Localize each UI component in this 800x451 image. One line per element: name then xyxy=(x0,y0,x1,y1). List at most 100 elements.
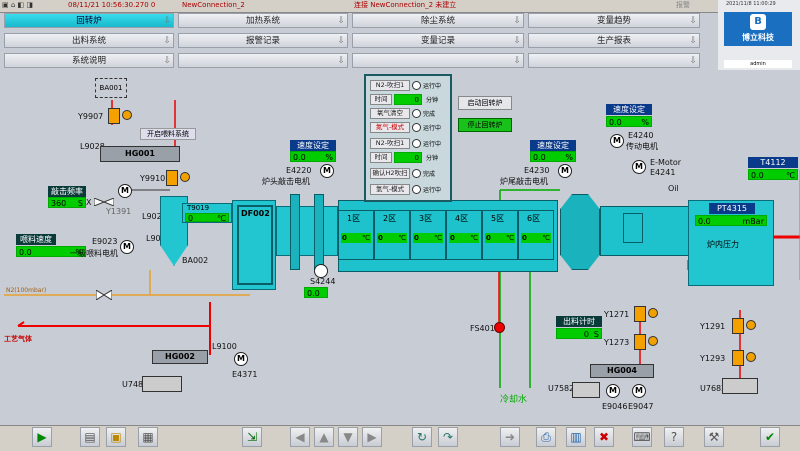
feed-system-button[interactable]: 开启喂料系统 xyxy=(140,128,196,140)
motor-e9047-icon[interactable]: M xyxy=(632,384,646,398)
start-furnace-button[interactable]: 启动回转炉 xyxy=(458,96,512,110)
motor-e4230-icon[interactable]: M xyxy=(558,164,572,178)
motor-e4371-icon[interactable]: M xyxy=(234,352,248,366)
valve-y1273[interactable] xyxy=(634,334,646,350)
oxygen-clear-button[interactable]: 氧气清空 xyxy=(370,108,410,119)
stop-furnace-button[interactable]: 停止回转炉 xyxy=(458,118,512,132)
nav-alarm-log[interactable]: 报警记录 ⇩ xyxy=(178,33,348,48)
t9019-value[interactable]: 0℃ xyxy=(185,213,229,223)
tag-y1271: Y1271 xyxy=(604,310,630,319)
s4244-value[interactable]: 0.0 xyxy=(304,287,328,298)
report-icon[interactable]: ▥ xyxy=(566,427,586,447)
nav-system-description[interactable]: 系统说明⇩ xyxy=(4,53,174,68)
nitrogen-mode-button[interactable]: 氮气-模式 xyxy=(370,122,410,133)
valve-y1391-icon[interactable] xyxy=(93,197,115,207)
zone-temp: 0℃ xyxy=(449,233,479,243)
nav-dust-removal[interactable]: 除尘系统⇩ xyxy=(352,13,524,28)
valve-n2-icon[interactable] xyxy=(95,289,113,301)
chevron-down-icon: ⇩ xyxy=(337,36,345,46)
status-led xyxy=(412,169,421,178)
flow-switch-fs401-icon[interactable] xyxy=(494,322,505,333)
arrow-left-icon[interactable]: ◀ xyxy=(290,427,310,447)
forward-icon[interactable]: ➜ xyxy=(500,427,520,447)
drive-speed-value[interactable]: 0.0% xyxy=(606,116,652,127)
nav-variable-log[interactable]: 变量记录⇩ xyxy=(352,33,524,48)
page-icon[interactable]: ▤ xyxy=(80,427,100,447)
valve-y1293[interactable] xyxy=(732,350,744,366)
nav-label: 报警记录 xyxy=(245,36,280,46)
tag-e4371: E4371 xyxy=(232,370,258,379)
motor-e9046-icon[interactable]: M xyxy=(606,384,620,398)
inlet-df002: DF002 xyxy=(232,200,276,290)
delete-icon[interactable]: ✖ xyxy=(594,427,614,447)
nav-empty-1[interactable]: ⇩ xyxy=(178,53,348,68)
motor-e4241-icon[interactable]: M xyxy=(632,160,646,174)
nav-empty-3[interactable]: ⇩ xyxy=(528,53,700,68)
chevron-down-icon: ⇩ xyxy=(513,56,521,66)
tools-icon[interactable]: ⚒ xyxy=(704,427,724,447)
valve-y9910[interactable] xyxy=(166,170,178,186)
nav-variable-trend[interactable]: 变量趋势⇩ xyxy=(528,13,700,28)
head-speed-value[interactable]: 0.0% xyxy=(290,151,336,162)
nav-label: 系统说明 xyxy=(71,56,106,66)
discharge-timer-label: 出料计时 xyxy=(556,316,602,327)
valve-y9907[interactable] xyxy=(108,108,120,124)
nav-discharge-system[interactable]: 出料系统⇩ xyxy=(4,33,174,48)
redo-icon[interactable]: ↷ xyxy=(438,427,458,447)
grid-icon[interactable]: ▦ xyxy=(138,427,158,447)
export-icon[interactable]: ⇲ xyxy=(242,427,262,447)
nav-heating-system[interactable]: 加热系统⇩ xyxy=(178,13,348,28)
confirm-h2-purge-button[interactable]: 确认H2吹扫 xyxy=(370,168,410,179)
sensor-s4244-icon[interactable] xyxy=(314,264,328,278)
hopper-ba001[interactable]: BA001 xyxy=(95,78,127,98)
print-icon[interactable]: ⎙ xyxy=(536,427,556,447)
feed-motor-label: 一级喂料电机 xyxy=(70,249,118,258)
purge-time-value[interactable]: 0 xyxy=(394,94,422,105)
motor-e4240-icon[interactable]: M xyxy=(610,134,624,148)
t4112-value[interactable]: 0.0℃ xyxy=(748,169,798,180)
nav-production-report[interactable]: 生产报表⇩ xyxy=(528,33,700,48)
motor-e4220-icon[interactable]: M xyxy=(320,164,334,178)
hydrogen-mode-button[interactable]: 氢气-模式 xyxy=(370,184,410,195)
scale-hg002[interactable]: HG002 xyxy=(152,350,208,364)
zone-label: 3区 xyxy=(419,214,433,223)
valve-y1291[interactable] xyxy=(732,318,744,334)
time-label: 时间 xyxy=(370,152,392,163)
n2-purge-button[interactable]: N2-吹扫1 xyxy=(370,80,410,91)
nav-label: 除尘系统 xyxy=(420,16,455,26)
system-time: 2021/11/8 11:00:29 xyxy=(726,1,776,7)
purge-time-value-2[interactable]: 0 xyxy=(394,152,422,163)
valve-y1271[interactable] xyxy=(634,306,646,322)
feed-speed-value[interactable]: 0.0% xyxy=(16,246,86,257)
scale-hg004[interactable]: HG004 xyxy=(590,364,654,378)
run-icon[interactable]: ▶ xyxy=(32,427,52,447)
keyboard-icon[interactable]: ⌨ xyxy=(632,427,652,447)
motor-hammer-icon[interactable]: M xyxy=(118,184,132,198)
tag-s4244: S4244 xyxy=(310,277,336,286)
company-logo: B 博立科技 xyxy=(724,12,792,46)
arrow-right-icon[interactable]: ▶ xyxy=(362,427,382,447)
tail-speed-value[interactable]: 0.0% xyxy=(530,151,576,162)
nav-rotary-furnace[interactable]: 回转炉⇩ xyxy=(4,13,174,28)
drive-speed-set-label: 速度设定 xyxy=(606,104,652,115)
help-icon[interactable]: ? xyxy=(664,427,684,447)
motor-e9023-icon[interactable]: M xyxy=(120,240,134,254)
nav-empty-2[interactable]: ⇩ xyxy=(352,53,524,68)
folder-icon[interactable]: ▣ xyxy=(106,427,126,447)
status-led xyxy=(412,123,421,132)
arrow-down-icon[interactable]: ▼ xyxy=(338,427,358,447)
confirm-icon[interactable]: ✔ xyxy=(760,427,780,447)
arrow-up-icon[interactable]: ▲ xyxy=(314,427,334,447)
refresh-icon[interactable]: ↻ xyxy=(412,427,432,447)
h2-purge-button[interactable]: N2-吹扫1 xyxy=(370,138,410,149)
scale-hg001[interactable]: HG001 xyxy=(100,146,180,162)
